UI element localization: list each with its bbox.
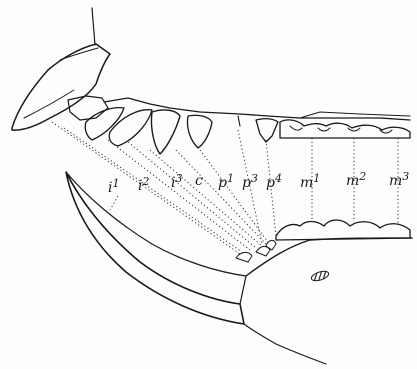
label-m2: m2 bbox=[346, 170, 366, 189]
lower-jaw bbox=[66, 172, 412, 364]
label-m1: m1 bbox=[300, 172, 320, 191]
label-i2: i2 bbox=[138, 175, 149, 194]
label-p1: p1 bbox=[218, 172, 234, 191]
label-c: c bbox=[195, 173, 203, 189]
label-p4: p4 bbox=[266, 172, 282, 191]
label-m3: m3 bbox=[389, 170, 409, 189]
upper-jaw bbox=[12, 8, 410, 154]
label-i3: i3 bbox=[171, 172, 182, 191]
label-i1: i1 bbox=[108, 177, 119, 196]
tooth-labels: i1 i2 i3 c p1 p3 p4 m1 m2 m3 bbox=[108, 170, 409, 196]
label-p3: p3 bbox=[242, 172, 258, 191]
